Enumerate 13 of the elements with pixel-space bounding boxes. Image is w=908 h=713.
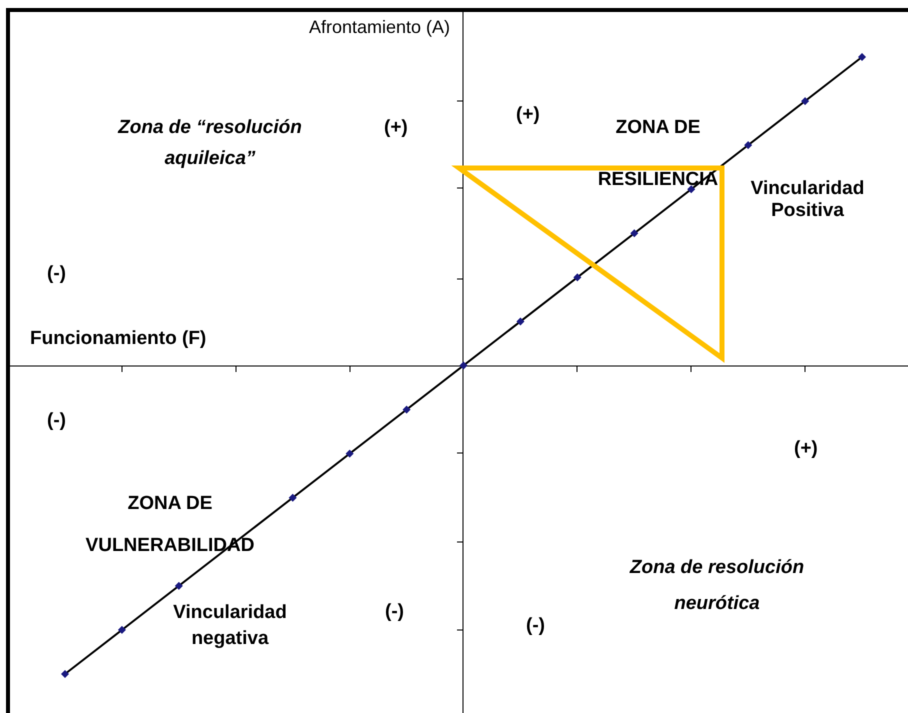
sign-label: (-) [47,410,66,432]
sign-label: (-) [47,263,66,285]
sign-label: (+) [516,104,540,126]
sign-label: (+) [384,117,408,139]
zone-label: Zona de “resolución aquileica” [116,116,303,171]
sign-label: (-) [385,601,404,623]
sign-label: (-) [526,615,545,637]
sign-label: (+) [794,438,818,460]
axis-label: Afrontamiento (A) [308,17,450,38]
zone-label: Vincularidad negativa [172,601,288,651]
axis-label: Funcionamiento (F) [30,328,206,350]
zone-label: Vincularidad Positiva [750,178,866,222]
zone-label: Zona de resolución neurótica [628,556,806,616]
